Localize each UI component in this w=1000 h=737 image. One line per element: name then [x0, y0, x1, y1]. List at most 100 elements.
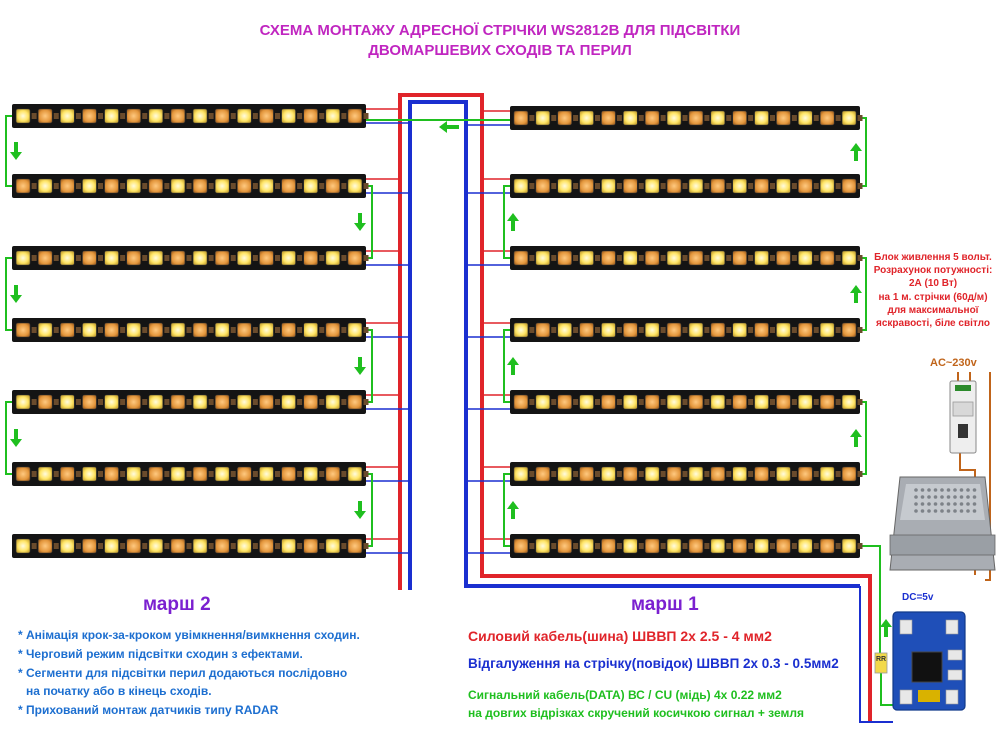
led-chip	[192, 466, 208, 482]
led-chip	[688, 110, 704, 126]
vent-hole	[966, 502, 970, 506]
led-chip	[60, 538, 75, 554]
led-chip	[535, 466, 551, 482]
led-strip	[510, 106, 863, 130]
led-chip	[15, 538, 31, 554]
resistor-pad	[791, 399, 797, 405]
resistor-pad	[770, 327, 775, 333]
vent-hole	[920, 488, 925, 492]
resistor-pad	[53, 183, 59, 189]
resistor-pad	[660, 183, 666, 189]
resistor-pad	[791, 115, 797, 121]
led-chip	[535, 110, 551, 126]
resistor-pad	[726, 255, 732, 261]
resistor-pad	[252, 399, 258, 405]
led-chip	[347, 322, 363, 338]
psu-note-line: для максимальної	[887, 304, 979, 316]
vent-hole	[953, 502, 957, 506]
led-chip	[754, 110, 769, 126]
resistor-pad	[616, 183, 622, 189]
led-chip	[688, 538, 704, 554]
led-strip	[12, 390, 369, 414]
led-chip	[148, 108, 164, 124]
led-chip	[192, 178, 208, 194]
feature-note-2: * Черговий режим підсвітки сходин з ефек…	[18, 647, 303, 661]
resistor-pad	[186, 255, 192, 261]
resistor-pad	[616, 115, 622, 121]
resistor-pad	[573, 399, 579, 405]
resistor-pad	[75, 327, 81, 333]
led-chip	[303, 178, 318, 194]
resistor-pad	[857, 115, 863, 121]
resistor-pad	[186, 543, 192, 549]
led-chip	[237, 108, 252, 124]
led-chip	[798, 110, 813, 126]
arrow-up-icon	[507, 501, 519, 519]
led-chip	[666, 250, 682, 266]
resistor-pad	[120, 113, 126, 119]
resistor-pad	[75, 113, 81, 119]
led-chip	[82, 466, 97, 482]
led-chip	[819, 178, 835, 194]
led-chip	[623, 110, 638, 126]
resistor-pad	[208, 399, 214, 405]
resistor-pad	[748, 183, 754, 189]
resistor-pad	[341, 113, 347, 119]
led-chip	[104, 394, 119, 410]
resistor-pad	[682, 543, 688, 549]
resistor-pad	[660, 543, 666, 549]
led-chip	[237, 178, 252, 194]
led-chip	[710, 322, 726, 338]
led-chip	[192, 538, 208, 554]
led-chip	[104, 466, 119, 482]
resistor-pad	[252, 543, 258, 549]
diagram-title-line2: ДВОМАРШЕВИХ СХОДІВ ТА ПЕРИЛ	[368, 42, 632, 59]
led-strip	[12, 174, 369, 198]
resistor-pad	[98, 113, 103, 119]
led-chip	[192, 322, 208, 338]
arrow-down-icon	[354, 213, 366, 231]
led-chip	[126, 250, 141, 266]
led-chip	[798, 538, 813, 554]
led-chip	[303, 108, 318, 124]
resistor-pad	[682, 399, 688, 405]
resistor-pad	[53, 255, 59, 261]
vent-hole	[959, 495, 964, 499]
vent-hole	[920, 509, 925, 513]
arrow-down-icon	[10, 429, 22, 447]
circuit-breaker	[949, 380, 977, 454]
resistor-pad	[75, 183, 81, 189]
resistor-pad	[341, 327, 347, 333]
vent-hole	[927, 502, 931, 506]
led-strip	[510, 462, 863, 486]
led-chip	[37, 466, 53, 482]
led-chip	[579, 250, 594, 266]
arrow-left-icon	[439, 121, 459, 133]
resistor-pad	[53, 399, 59, 405]
resistor-pad	[682, 255, 688, 261]
resistor-pad	[835, 399, 841, 405]
led-chip	[776, 250, 791, 266]
resistor-pad	[142, 327, 148, 333]
resistor-pad	[164, 399, 170, 405]
resistor-pad	[551, 327, 557, 333]
led-chip	[82, 178, 97, 194]
led-chip	[60, 322, 75, 338]
led-chip	[281, 538, 296, 554]
led-chip	[776, 322, 791, 338]
resistor-pad	[529, 543, 535, 549]
diagram-title-line1: СХЕМА МОНТАЖУ АДРЕСНОЇ СТРІЧКИ WS2812B Д…	[259, 22, 741, 39]
led-chip	[126, 108, 141, 124]
led-chip	[535, 322, 551, 338]
led-strip	[510, 246, 863, 270]
resistor-pad	[638, 327, 644, 333]
led-chip	[259, 394, 274, 410]
resistor-pad	[704, 115, 710, 121]
led-chip	[170, 466, 186, 482]
led-chip	[579, 538, 594, 554]
resistor-pad	[660, 115, 666, 121]
controller-board	[892, 611, 966, 711]
resistor-pad	[186, 471, 192, 477]
psu-note: Блок живлення 5 вольт. Розрахунок потужн…	[868, 251, 998, 330]
feature-note-3-continued: на початку або в кінець сходів.	[26, 684, 212, 698]
